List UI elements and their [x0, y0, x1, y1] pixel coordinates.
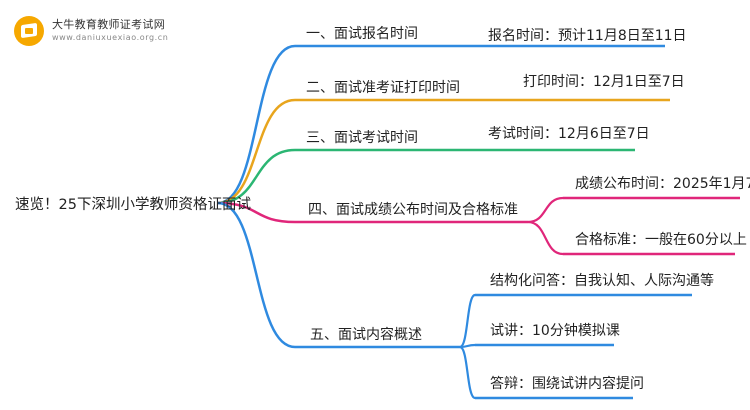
leaf-topic: 报名时间：预计11月8日至11日: [488, 28, 687, 44]
branch-connector: [217, 201, 296, 224]
leaf-connector: [459, 345, 476, 400]
branch-topic: 二、面试准考证打印时间: [306, 79, 460, 96]
logo-text: 大牛教育教师证考试网 www.daniuxuexiao.org.cn: [52, 18, 168, 44]
leaf-connector: [527, 220, 564, 256]
leaf-topic: 成绩公布时间：2025年1月7日: [575, 176, 750, 192]
mind-map-labels: 速览！25下深圳小学教师资格证面试 一、面试报名时间 报名时间：预计11月8日至11…: [15, 26, 750, 392]
logo: 大牛教育教师证考试网 www.daniuxuexiao.org.cn: [14, 14, 168, 48]
logo-url: www.daniuxuexiao.org.cn: [52, 33, 169, 42]
leaf-topic: 打印时间：12月1日至7日: [523, 73, 685, 90]
branch-connector: [217, 44, 296, 205]
leaf-topic: 合格标准：一般在60分以上: [575, 232, 747, 248]
leaf-connector: [527, 196, 564, 224]
branch-connector: [217, 98, 296, 205]
leaf-topic: 考试时间：12月6日至7日: [488, 126, 650, 142]
leaf-topic: 试讲：10分钟模拟课: [490, 322, 620, 339]
branch-connector: [217, 201, 296, 349]
branch-topic: 一、面试报名时间: [306, 26, 418, 42]
leaf-topic: 结构化问答：自我认知、人际沟通等: [490, 272, 714, 289]
logo-name: 大牛教育教师证考试网: [52, 18, 165, 31]
leaf-connector: [459, 293, 476, 349]
leaf-topic: 答辩：围绕试讲内容提问: [490, 375, 644, 392]
branch-topic: 四、面试成绩公布时间及合格标准: [308, 202, 518, 218]
branch-connector: [217, 148, 296, 205]
book-logo-icon: [14, 16, 44, 46]
mind-map-edges: [217, 44, 740, 400]
branch-topic: 五、面试内容概述: [310, 326, 422, 343]
branch-topic: 三、面试考试时间: [306, 130, 418, 146]
root-topic: 速览！25下深圳小学教师资格证面试: [15, 196, 251, 213]
